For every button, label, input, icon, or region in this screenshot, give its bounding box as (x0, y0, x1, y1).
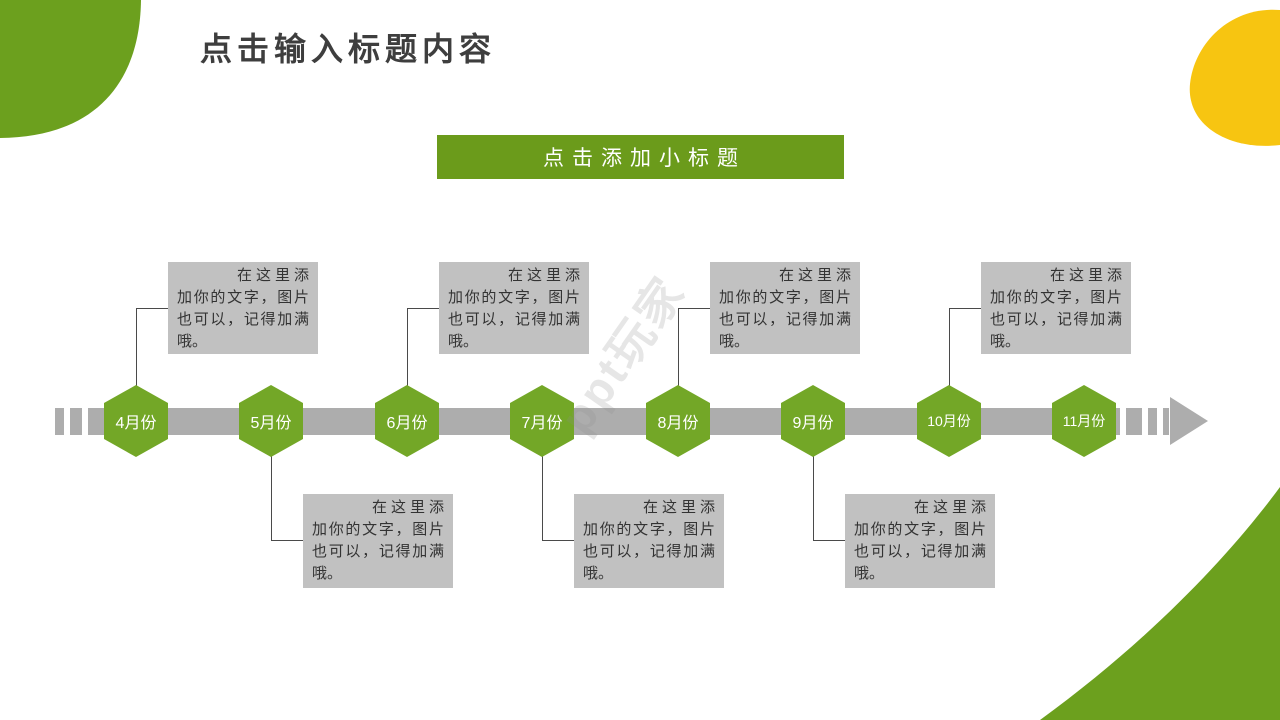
timeline-dash (88, 408, 104, 435)
timeline-node-november[interactable]: 11月份 (1052, 385, 1116, 457)
connector-line (678, 308, 679, 388)
subtitle-banner[interactable]: 点击添加小标题 (437, 135, 844, 179)
note-text: 在这里添加你的文字，图片也可以，记得加满哦。 (854, 499, 986, 582)
timeline-dash (1163, 408, 1169, 435)
note-text: 在这里添加你的文字，图片也可以，记得加满哦。 (177, 267, 309, 350)
month-label: 5月份 (250, 415, 292, 432)
month-label: 8月份 (657, 415, 699, 432)
timeline-arrow-icon (1170, 397, 1208, 445)
note-text: 在这里添加你的文字，图片也可以，记得加满哦。 (719, 267, 851, 350)
note-text: 在这里添加你的文字，图片也可以，记得加满哦。 (583, 499, 715, 582)
timeline-node-october[interactable]: 10月份 (917, 385, 981, 457)
note-box-september[interactable]: 在这里添加你的文字，图片也可以，记得加满哦。 (845, 494, 995, 588)
timeline-node-september[interactable]: 9月份 (781, 385, 845, 457)
connector-line (813, 540, 845, 541)
note-text: 在这里添加你的文字，图片也可以，记得加满哦。 (312, 499, 444, 582)
timeline-node-april[interactable]: 4月份 (104, 385, 168, 457)
note-box-october[interactable]: 在这里添加你的文字，图片也可以，记得加满哦。 (981, 262, 1131, 354)
timeline-node-july[interactable]: 7月份 (510, 385, 574, 457)
timeline-dash (1126, 408, 1142, 435)
month-label: 7月份 (521, 415, 563, 432)
note-box-july[interactable]: 在这里添加你的文字，图片也可以，记得加满哦。 (574, 494, 724, 588)
connector-line (542, 453, 543, 541)
connector-line (813, 453, 814, 541)
month-label: 9月份 (792, 415, 834, 432)
corner-shape-top-right (1189, 9, 1280, 146)
note-text: 在这里添加你的文字，图片也可以，记得加满哦。 (448, 267, 580, 350)
month-label: 10月份 (927, 413, 971, 429)
timeline-dash (55, 408, 64, 435)
connector-line (271, 453, 272, 541)
connector-line (271, 540, 303, 541)
connector-line (136, 308, 168, 309)
timeline-node-may[interactable]: 5月份 (239, 385, 303, 457)
note-box-april[interactable]: 在这里添加你的文字，图片也可以，记得加满哦。 (168, 262, 318, 354)
connector-line (949, 308, 950, 388)
connector-line (678, 308, 710, 309)
timeline-dash (70, 408, 82, 435)
month-label: 4月份 (115, 415, 157, 432)
note-box-may[interactable]: 在这里添加你的文字，图片也可以，记得加满哦。 (303, 494, 453, 588)
month-label: 6月份 (386, 415, 428, 432)
note-text: 在这里添加你的文字，图片也可以，记得加满哦。 (990, 267, 1122, 350)
subtitle-banner-label: 点击添加小标题 (543, 147, 746, 170)
note-box-august[interactable]: 在这里添加你的文字，图片也可以，记得加满哦。 (710, 262, 860, 354)
month-label: 11月份 (1062, 413, 1106, 429)
corner-shape-top-left (0, 0, 141, 138)
page-title[interactable]: 点击输入标题内容 (200, 31, 497, 67)
timeline-node-august[interactable]: 8月份 (646, 385, 710, 457)
corner-shape-bottom-right (1040, 487, 1280, 720)
connector-line (542, 540, 574, 541)
connector-line (407, 308, 439, 309)
timeline-node-june[interactable]: 6月份 (375, 385, 439, 457)
timeline-dash (1148, 408, 1157, 435)
connector-line (136, 308, 137, 388)
connector-line (407, 308, 408, 388)
connector-line (949, 308, 981, 309)
note-box-june[interactable]: 在这里添加你的文字，图片也可以，记得加满哦。 (439, 262, 589, 354)
